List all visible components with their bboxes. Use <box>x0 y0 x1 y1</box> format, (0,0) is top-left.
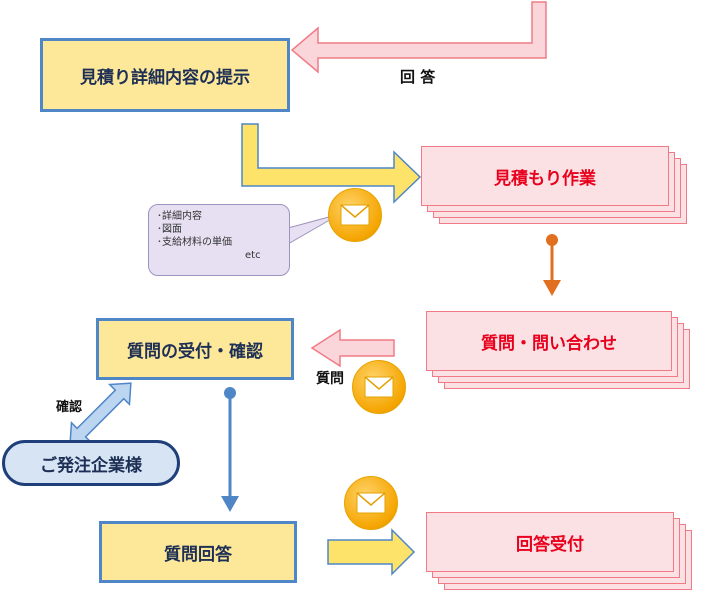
question-receive-box: 質問の受付・確認 <box>96 318 294 380</box>
estimate-detail-box: 見積り詳細内容の提示 <box>40 38 290 112</box>
client-label: ご発注企業様 <box>40 455 142 476</box>
answer-label: 回 答 <box>400 68 436 86</box>
answer-send-arrow <box>327 528 416 576</box>
client-node: ご発注企業様 <box>2 440 180 486</box>
estimate-work-stack: 見積もり作業 <box>421 146 687 224</box>
mail-icon <box>344 476 398 530</box>
question-arrow <box>310 328 395 368</box>
flow-arrowhead-blue <box>221 496 239 512</box>
inquiry-label: 質問・問い合わせ <box>481 333 617 354</box>
note-line-2: ･図面 <box>157 224 182 235</box>
confirm-arrow <box>69 382 132 445</box>
mail-icon <box>352 360 406 414</box>
question-receive-label: 質問の受付・確認 <box>127 341 263 362</box>
estimate-detail-label: 見積り詳細内容の提示 <box>80 67 250 88</box>
answer-receive-stack: 回答受付 <box>426 512 692 590</box>
note-line-1: ･詳細内容 <box>157 211 202 222</box>
answer-arrow <box>290 1 547 74</box>
note-etc: etc <box>245 250 261 261</box>
inquiry-stack: 質問・問い合わせ <box>426 311 690 389</box>
question-answer-label: 質問回答 <box>164 544 232 565</box>
question-answer-box: 質問回答 <box>99 521 297 583</box>
confirm-label: 確認 <box>56 400 83 415</box>
estimate-work-label: 見積もり作業 <box>494 168 596 189</box>
note-line-3: ･支給材料の単価 <box>157 237 232 248</box>
estimate-flow-arrow <box>241 123 422 204</box>
flow-arrowhead-orange <box>543 280 561 296</box>
answer-receive-label: 回答受付 <box>516 534 584 555</box>
question-label: 質問 <box>316 371 344 387</box>
mail-icon <box>328 188 382 242</box>
attachment-note: ･詳細内容 ･図面 ･支給材料の単価 etc <box>148 204 290 276</box>
